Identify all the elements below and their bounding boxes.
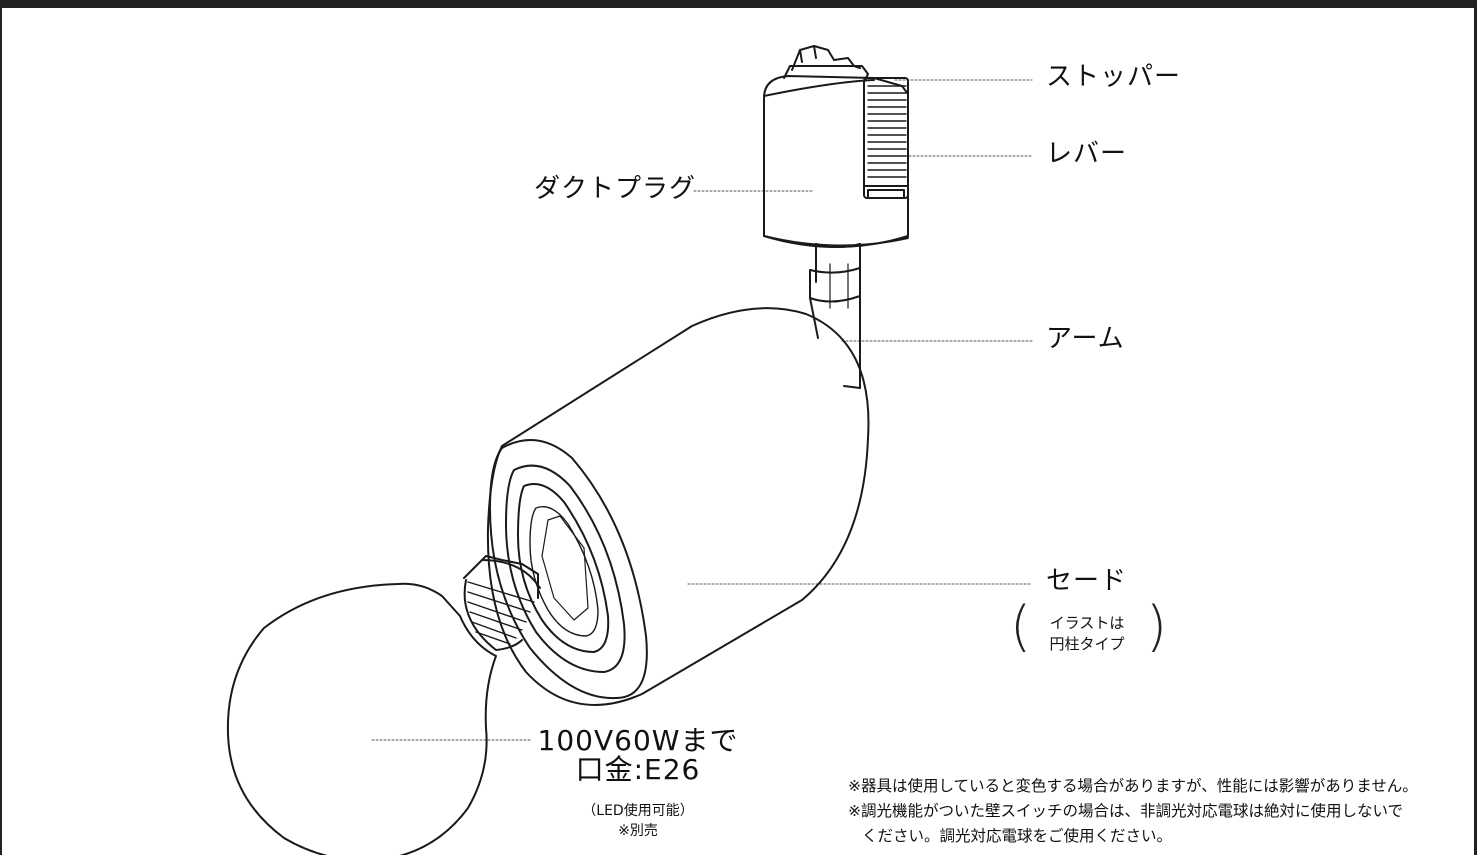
caution-note-3: ください。調光対応電球をご使用ください。 [862,826,1173,845]
bulb-note: （LED使用可能） ※別売 [562,802,714,841]
left-paren: ( [1010,595,1032,658]
shade-illustration [486,307,870,706]
product-illustration [226,45,1033,855]
caution-notes: ※器具は使用していると変色する場合がありますが、性能には影響がありません。 ※調… [848,774,1418,848]
arm-illustration [809,243,861,389]
label-lever: レバー [1046,139,1128,169]
shade-note: イラストは 円柱タイプ [1032,613,1142,655]
caution-note-1: ※器具は使用していると変色する場合がありますが、性能には影響がありません。 [848,777,1418,795]
label-duct-plug: ダクトプラグ [534,174,697,204]
bulb-spec-line2: 口金:E26 [575,753,701,787]
caution-note-2: ※調光機能がついた壁スイッチの場合は、非調光対応電球は絶対に使用しないで [848,801,1404,820]
bulb-threads [467,581,535,645]
lever-ribs [867,85,907,178]
shade-note-line2: 円柱タイプ [1049,635,1125,653]
bulb-illustration [226,555,541,855]
bulb-spec-line1: 100V60Wまで [537,724,739,757]
label-shade: セード [1046,566,1128,596]
label-stopper: ストッパー [1046,62,1182,92]
label-arm: アーム [1046,324,1125,354]
bulb-note-line2: ※別売 [618,822,658,839]
shade-note-line1: イラストは [1049,614,1125,632]
duct-plug-illustration [763,45,909,248]
leader-lines [371,79,1033,741]
bulb-note-line1: （LED使用可能） [582,803,694,819]
bulb-spec: 100V60Wまで 口金:E26 [522,726,754,785]
right-paren: ) [1146,595,1168,658]
